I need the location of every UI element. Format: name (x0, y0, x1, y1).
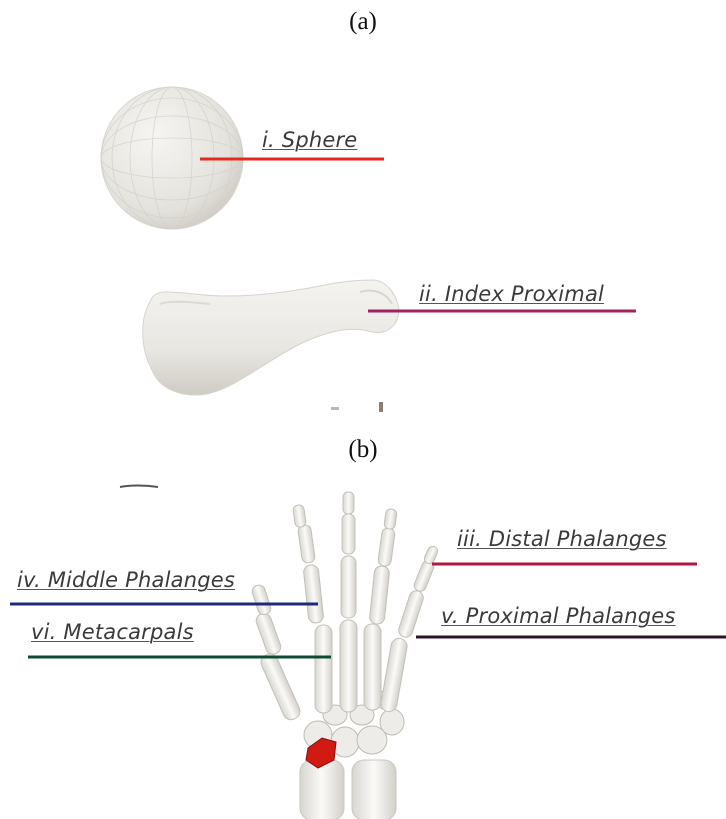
proximal-phalanges-callout-label: v. Proximal Phalanges (441, 604, 676, 628)
distal-phalanges-callout-label: iii. Distal Phalanges (457, 527, 667, 551)
metacarpals-callout-label: vi. Metacarpals (31, 620, 194, 644)
sphere-callout-label: i. Sphere (262, 128, 357, 152)
artifact-mark (331, 407, 339, 410)
panel-a-label: (a) (323, 8, 403, 36)
panel-b-label: (b) (323, 436, 403, 464)
middle-phalanges-callout-label: iv. Middle Phalanges (17, 568, 235, 592)
artifact-mark (379, 402, 383, 412)
index-proximal-model (143, 280, 399, 395)
index-proximal-callout-label: ii. Index Proximal (419, 282, 604, 306)
hand-skeleton-model (120, 486, 439, 819)
